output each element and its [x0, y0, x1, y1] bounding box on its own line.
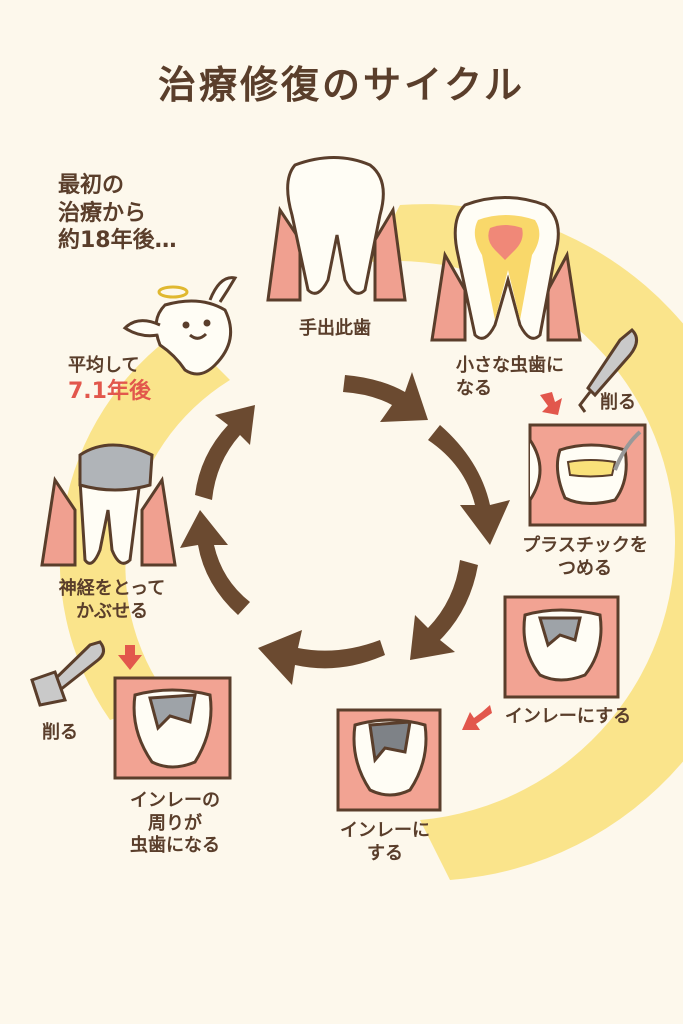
label-line: 周りが: [148, 812, 202, 834]
angel-tooth-mascot: [122, 276, 238, 376]
label-line: なる: [456, 377, 492, 399]
label-line: プラスチックを: [522, 535, 648, 556]
intro-line: 最初の: [58, 173, 125, 198]
intro-line: 約18年後…: [58, 228, 177, 253]
dental-drill-icon: [578, 327, 638, 413]
cavity-tooth: [430, 196, 582, 342]
label-line: インレーの: [130, 790, 220, 811]
arrow-4: [258, 630, 385, 685]
intro-text: 最初の 治療から 約18年後…: [58, 172, 177, 255]
step-inlay-label: インレーにする: [505, 706, 631, 729]
cut-label-left: 削る: [42, 722, 78, 743]
arrow-1: [343, 372, 428, 422]
label-line: する: [367, 842, 403, 864]
step-healthy-label: 手出此歯: [299, 318, 371, 341]
crown-tooth: [40, 443, 177, 567]
arrow-3: [410, 560, 478, 660]
step-small-cavity-label: 小さな虫歯になる: [456, 355, 564, 400]
arrow-5: [180, 510, 250, 615]
intro-line: 治療から: [58, 200, 147, 226]
average-label: 平均して: [68, 355, 140, 376]
page-title: 治療修復のサイクル: [157, 63, 526, 107]
cut-label-right: 削る: [600, 392, 636, 413]
label-line: 手出此歯: [299, 318, 371, 339]
arrow-2: [428, 425, 510, 545]
dental-drill-left-icon: [30, 640, 105, 707]
step-crown-label: 神経をとってかぶせる: [59, 578, 166, 623]
healthy-tooth: [266, 156, 407, 302]
label-line: 虫歯になる: [130, 835, 220, 856]
box-plastic-filling: [528, 423, 647, 527]
label-line: かぶせる: [76, 600, 148, 622]
step-inlay-2-label: インレーにする: [340, 820, 430, 865]
red-arrows: [118, 392, 562, 730]
label-line: 小さな虫歯に: [456, 355, 564, 376]
step-plastic-label: プラスチックをつめる: [522, 535, 648, 580]
average-value: 7.1年後: [68, 378, 151, 404]
average-text: 平均して 7.1年後: [68, 355, 151, 405]
yellow-ring-left: [59, 330, 230, 720]
label-line: インレーにする: [504, 706, 632, 727]
box-inlay: [503, 595, 620, 699]
box-secondary-caries: [113, 676, 232, 780]
label-line: インレーに: [340, 820, 430, 841]
arrow-6: [195, 405, 255, 500]
cycle-arrows: [180, 372, 510, 685]
label-line: つめる: [557, 557, 612, 579]
label-line: 神経をとって: [58, 578, 166, 599]
box-inlay-2: [336, 708, 442, 812]
step-secondary-caries-label: インレーの周りが虫歯になる: [130, 790, 220, 858]
